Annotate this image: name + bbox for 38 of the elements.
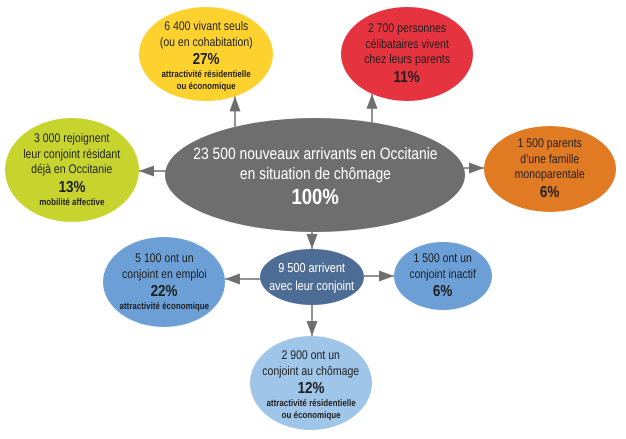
description-text: 1 500 ont un conjoint inactif — [410, 251, 476, 282]
description-text: 3 000 rejoignent leur conjoint résidant déjà en Occitanie — [24, 131, 120, 178]
note-text: attractivité économique — [119, 301, 209, 313]
percentage-text: 100% — [291, 184, 339, 210]
percentage-text: 6% — [540, 182, 560, 202]
ellipse-node — [139, 7, 273, 101]
central-ellipse — [165, 118, 465, 232]
arrow — [366, 94, 378, 122]
ellipse-node — [250, 336, 372, 430]
description-text: 9 500 arrivent avec leur conjoint — [270, 259, 354, 295]
note-text: attractivité résidentielle ou économique — [266, 398, 356, 422]
arrow — [464, 162, 484, 174]
ellipse-node — [484, 126, 616, 212]
arrow — [139, 166, 166, 176]
description-text: 2 700 personnes célibataires vivent chez leurs parents — [364, 21, 450, 68]
note-text: mobilité affective — [39, 196, 105, 209]
percentage-text: 22% — [150, 282, 178, 301]
ellipse-node — [341, 7, 473, 101]
arrow — [230, 96, 240, 127]
description-text: 1 500 parents d’une famille monoparentale — [514, 136, 586, 183]
percentage-text: 12% — [298, 379, 324, 398]
arrow — [306, 232, 318, 249]
note-text: attractivité résidentielle ou économique — [161, 69, 251, 93]
percentage-text: 27% — [192, 50, 220, 69]
ellipse-node — [394, 242, 492, 310]
arrow — [306, 305, 318, 336]
arrow — [224, 274, 260, 284]
description-text: 23 500 nouveaux arrivants en Occitanie en situation de chômage — [192, 144, 438, 184]
percentage-text: 13% — [58, 178, 86, 197]
percentage-text: 11% — [394, 68, 420, 87]
ellipse-node — [5, 118, 139, 222]
description-text: 2 900 ont un conjoint au chômage — [262, 348, 360, 379]
percentage-text: 6% — [433, 282, 453, 301]
ellipse-node — [260, 249, 364, 305]
arrow — [364, 270, 394, 282]
ellipse-node — [103, 237, 225, 327]
description-text: 6 400 vivant seuls (ou en cohabitation) — [160, 19, 252, 50]
description-text: 5 100 ont un conjoint en emploi — [122, 251, 206, 282]
